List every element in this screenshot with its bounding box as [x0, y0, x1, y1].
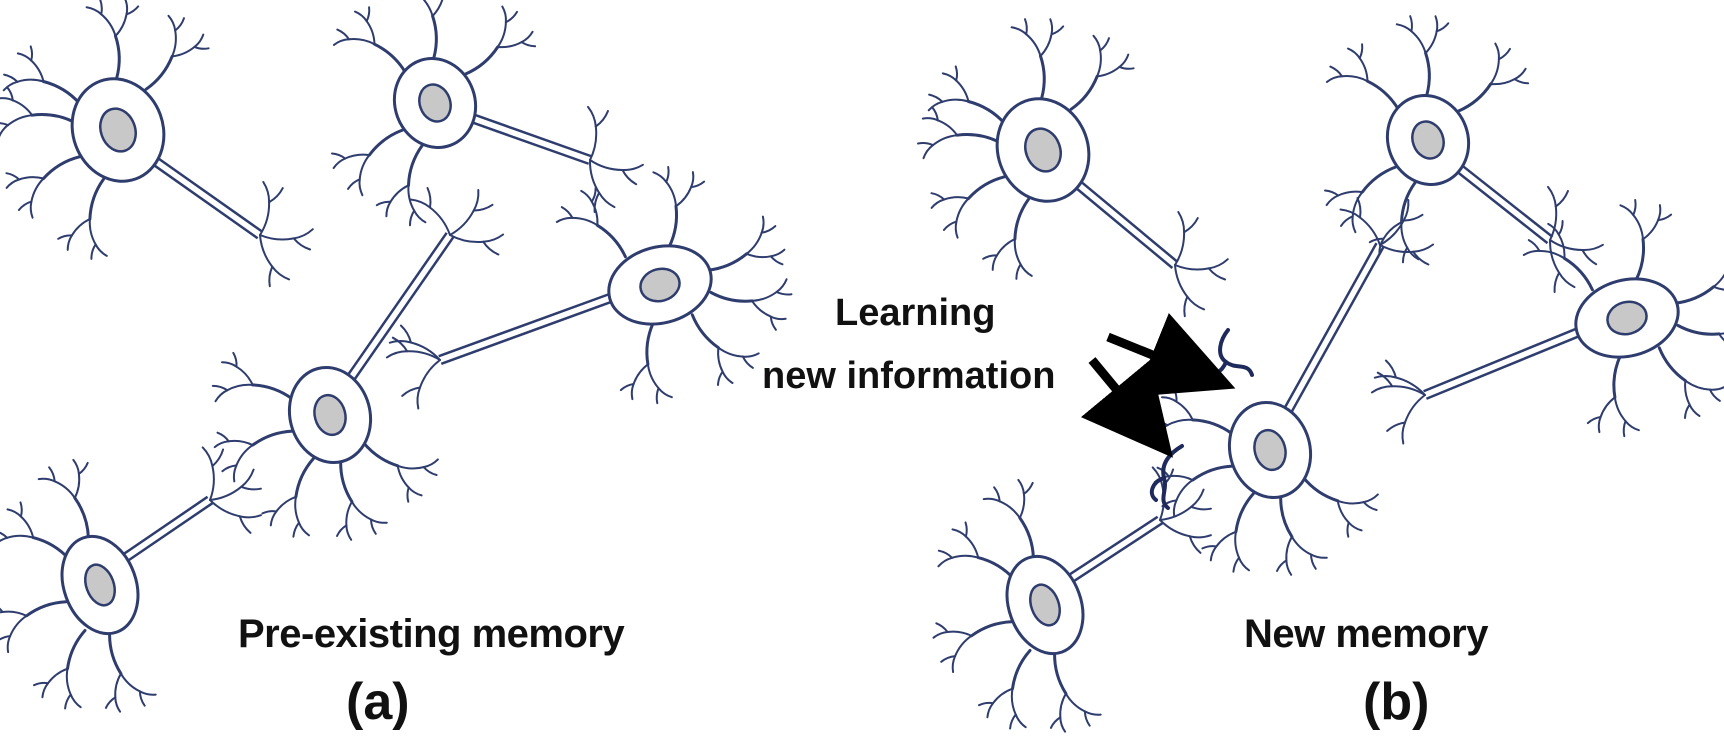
neuron-a-3: [385, 166, 793, 410]
neuron-b-2: [1324, 15, 1604, 293]
caption-new-memory: New memory: [1244, 612, 1488, 656]
panel-label-a: (a): [346, 673, 410, 731]
panel-label-b: (b): [1363, 673, 1430, 731]
neuron-a-5: [0, 446, 262, 713]
neuron-a-4: [211, 187, 505, 541]
neuron-a-1: [0, 0, 314, 288]
new-synapse-upper: [1202, 328, 1254, 377]
caption-pre-existing-memory: Pre-existing memory: [238, 612, 625, 656]
arrow-upper: [1106, 313, 1236, 397]
neuron-a-2: [331, 0, 644, 227]
panel-a-neurons: [0, 0, 793, 713]
neuron-b-5: [932, 466, 1212, 733]
arrow-lower: [1080, 357, 1173, 458]
new-synapse-lower: [1149, 444, 1184, 510]
neuron-b-3: [1370, 199, 1724, 445]
neuron-b-1: [917, 18, 1229, 318]
annotation-new-information: new information: [762, 355, 1056, 397]
annotation-learning: Learning: [835, 292, 996, 334]
